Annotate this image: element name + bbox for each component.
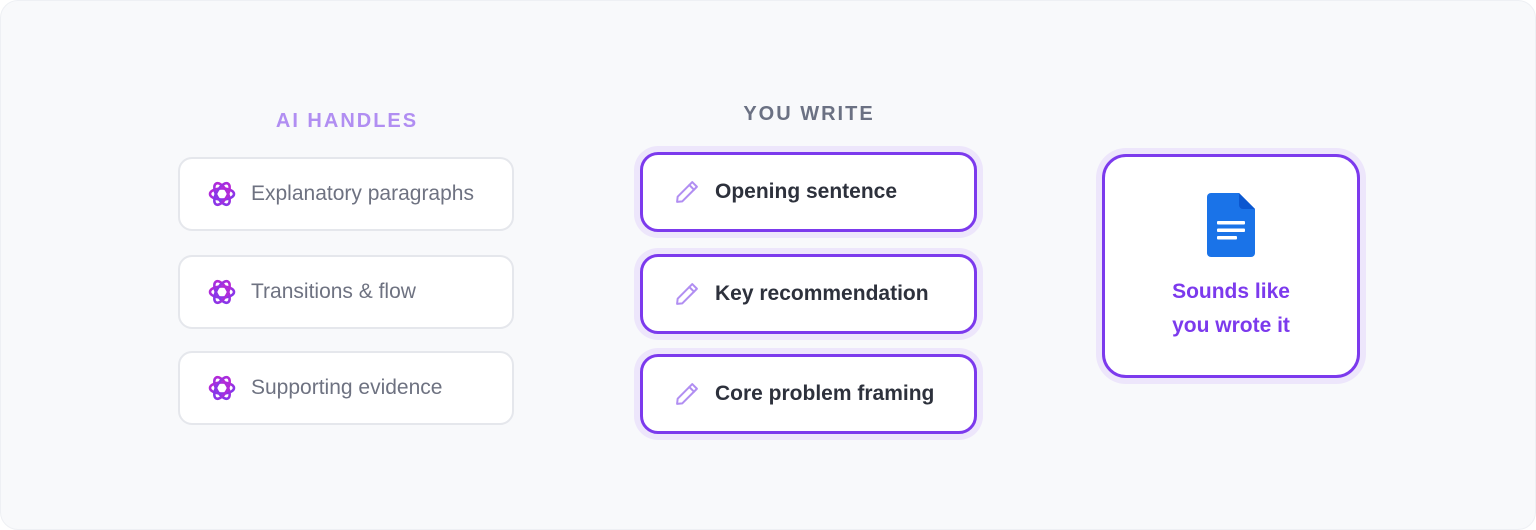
ai-item-label: Transitions & flow xyxy=(251,280,416,303)
you-item-opening-sentence: Opening sentence xyxy=(640,152,977,232)
pencil-icon xyxy=(676,181,698,203)
you-item-label: Opening sentence xyxy=(715,180,898,203)
you-item-label: Key recommendation xyxy=(715,282,929,305)
you-item-label: Core problem framing xyxy=(715,382,935,405)
ai-handles-heading: AI HANDLES xyxy=(275,110,419,132)
google-docs-icon xyxy=(1207,193,1255,257)
pencil-icon xyxy=(676,283,698,305)
result-caption: Sounds like you wrote it xyxy=(1105,275,1357,343)
pencil-icon xyxy=(676,383,698,405)
ai-item-label: Explanatory paragraphs xyxy=(251,182,474,205)
result-card: Sounds like you wrote it xyxy=(1102,154,1360,378)
ai-sparkle-icon xyxy=(208,181,236,207)
you-item-key-recommendation: Key recommendation xyxy=(640,254,977,334)
ai-sparkle-icon xyxy=(208,279,236,305)
you-item-core-problem-framing: Core problem framing xyxy=(640,354,977,434)
result-line-1: Sounds like xyxy=(1172,280,1290,303)
ai-item-label: Supporting evidence xyxy=(251,376,443,399)
ai-item-transitions-flow: Transitions & flow xyxy=(178,255,514,329)
ai-sparkle-icon xyxy=(208,375,236,401)
you-write-heading: YOU WRITE xyxy=(743,103,875,125)
result-line-2: you wrote it xyxy=(1172,314,1290,337)
ai-item-explanatory-paragraphs: Explanatory paragraphs xyxy=(178,157,514,231)
ai-item-supporting-evidence: Supporting evidence xyxy=(178,351,514,425)
